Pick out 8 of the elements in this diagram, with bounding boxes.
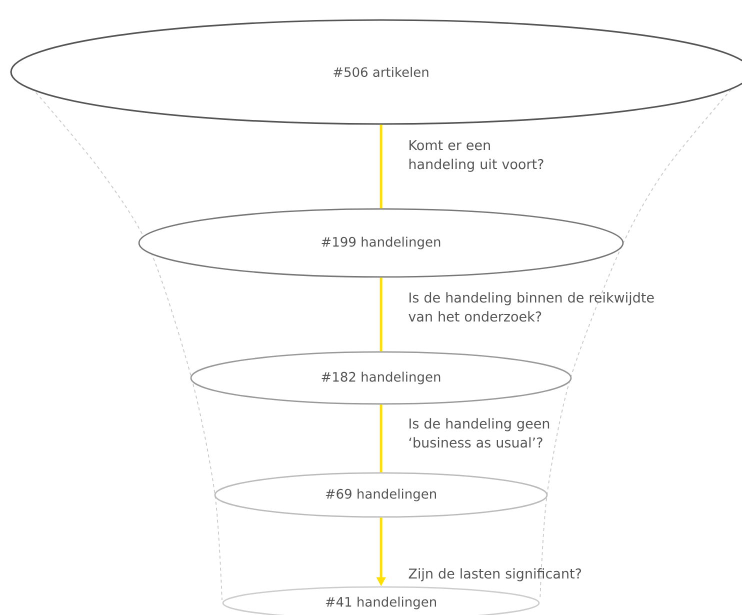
edge-label: Is de handeling geen ‘business as usual’? — [409, 418, 550, 448]
connector-line — [380, 278, 382, 352]
connector-line — [380, 404, 382, 472]
connector-line — [380, 124, 382, 208]
node-label: #506 artikelen — [334, 66, 428, 78]
edge-label: Zijn de lasten significant? — [408, 568, 582, 582]
edge-label: Is de handeling binnen de reikwijdte van het onderzoek? — [408, 292, 654, 322]
edge-label: Komt er een handeling uit voort? — [409, 140, 544, 172]
